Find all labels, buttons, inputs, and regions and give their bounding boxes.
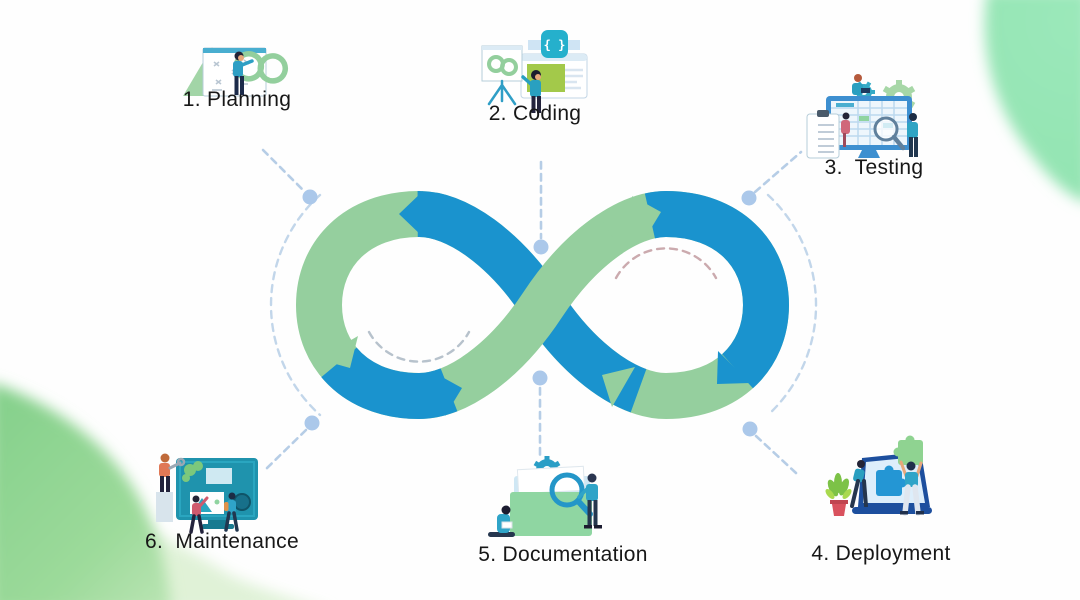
plant-icon	[825, 473, 852, 516]
magnifier-icon	[873, 116, 899, 142]
stage-label-coding: 2. Coding	[488, 102, 582, 125]
stage-label-documentation: 5. Documentation	[478, 543, 648, 566]
dashed-guide-arcs	[269, 193, 818, 417]
dot-testing	[741, 190, 757, 206]
infinity-loop-symbol	[295, 190, 790, 420]
stage-label-planning: 1. Planning	[182, 88, 292, 111]
stage-dots	[302, 189, 758, 437]
green-puzzle-icon	[893, 435, 923, 465]
magnifier-icon	[549, 472, 585, 508]
connector-maintenance	[264, 428, 308, 471]
stage-label-testing: 3. Testing	[824, 156, 924, 179]
testing-illustration	[806, 74, 918, 159]
lens-icon	[233, 493, 251, 511]
stage-connectors	[261, 148, 803, 475]
connector-testing	[753, 150, 803, 194]
deployment-illustration	[825, 435, 932, 516]
dot-planning	[302, 189, 318, 205]
stage-label-deployment: 4. Deployment	[811, 542, 951, 565]
stage-label-maintenance: 6. Maintenance	[145, 530, 299, 553]
dot-documentation	[532, 370, 548, 386]
connector-deployment	[754, 434, 798, 475]
connector-planning	[261, 148, 307, 194]
planning-illustration	[183, 47, 289, 97]
blue-puzzle-icon	[876, 465, 907, 496]
loop-green-crossover	[295, 190, 790, 420]
dot-coding	[533, 239, 549, 255]
dot-maintenance	[304, 415, 320, 431]
coding-illustration: { }	[481, 30, 588, 113]
loop-chevrons	[318, 191, 750, 416]
dot-deployment	[742, 421, 758, 437]
corner-blob-bottom-left	[0, 385, 296, 600]
corner-blob-top-right	[984, 0, 1080, 200]
code-braces-glyph: { }	[544, 38, 566, 52]
maintenance-illustration	[156, 453, 258, 534]
documentation-illustration	[488, 456, 602, 537]
